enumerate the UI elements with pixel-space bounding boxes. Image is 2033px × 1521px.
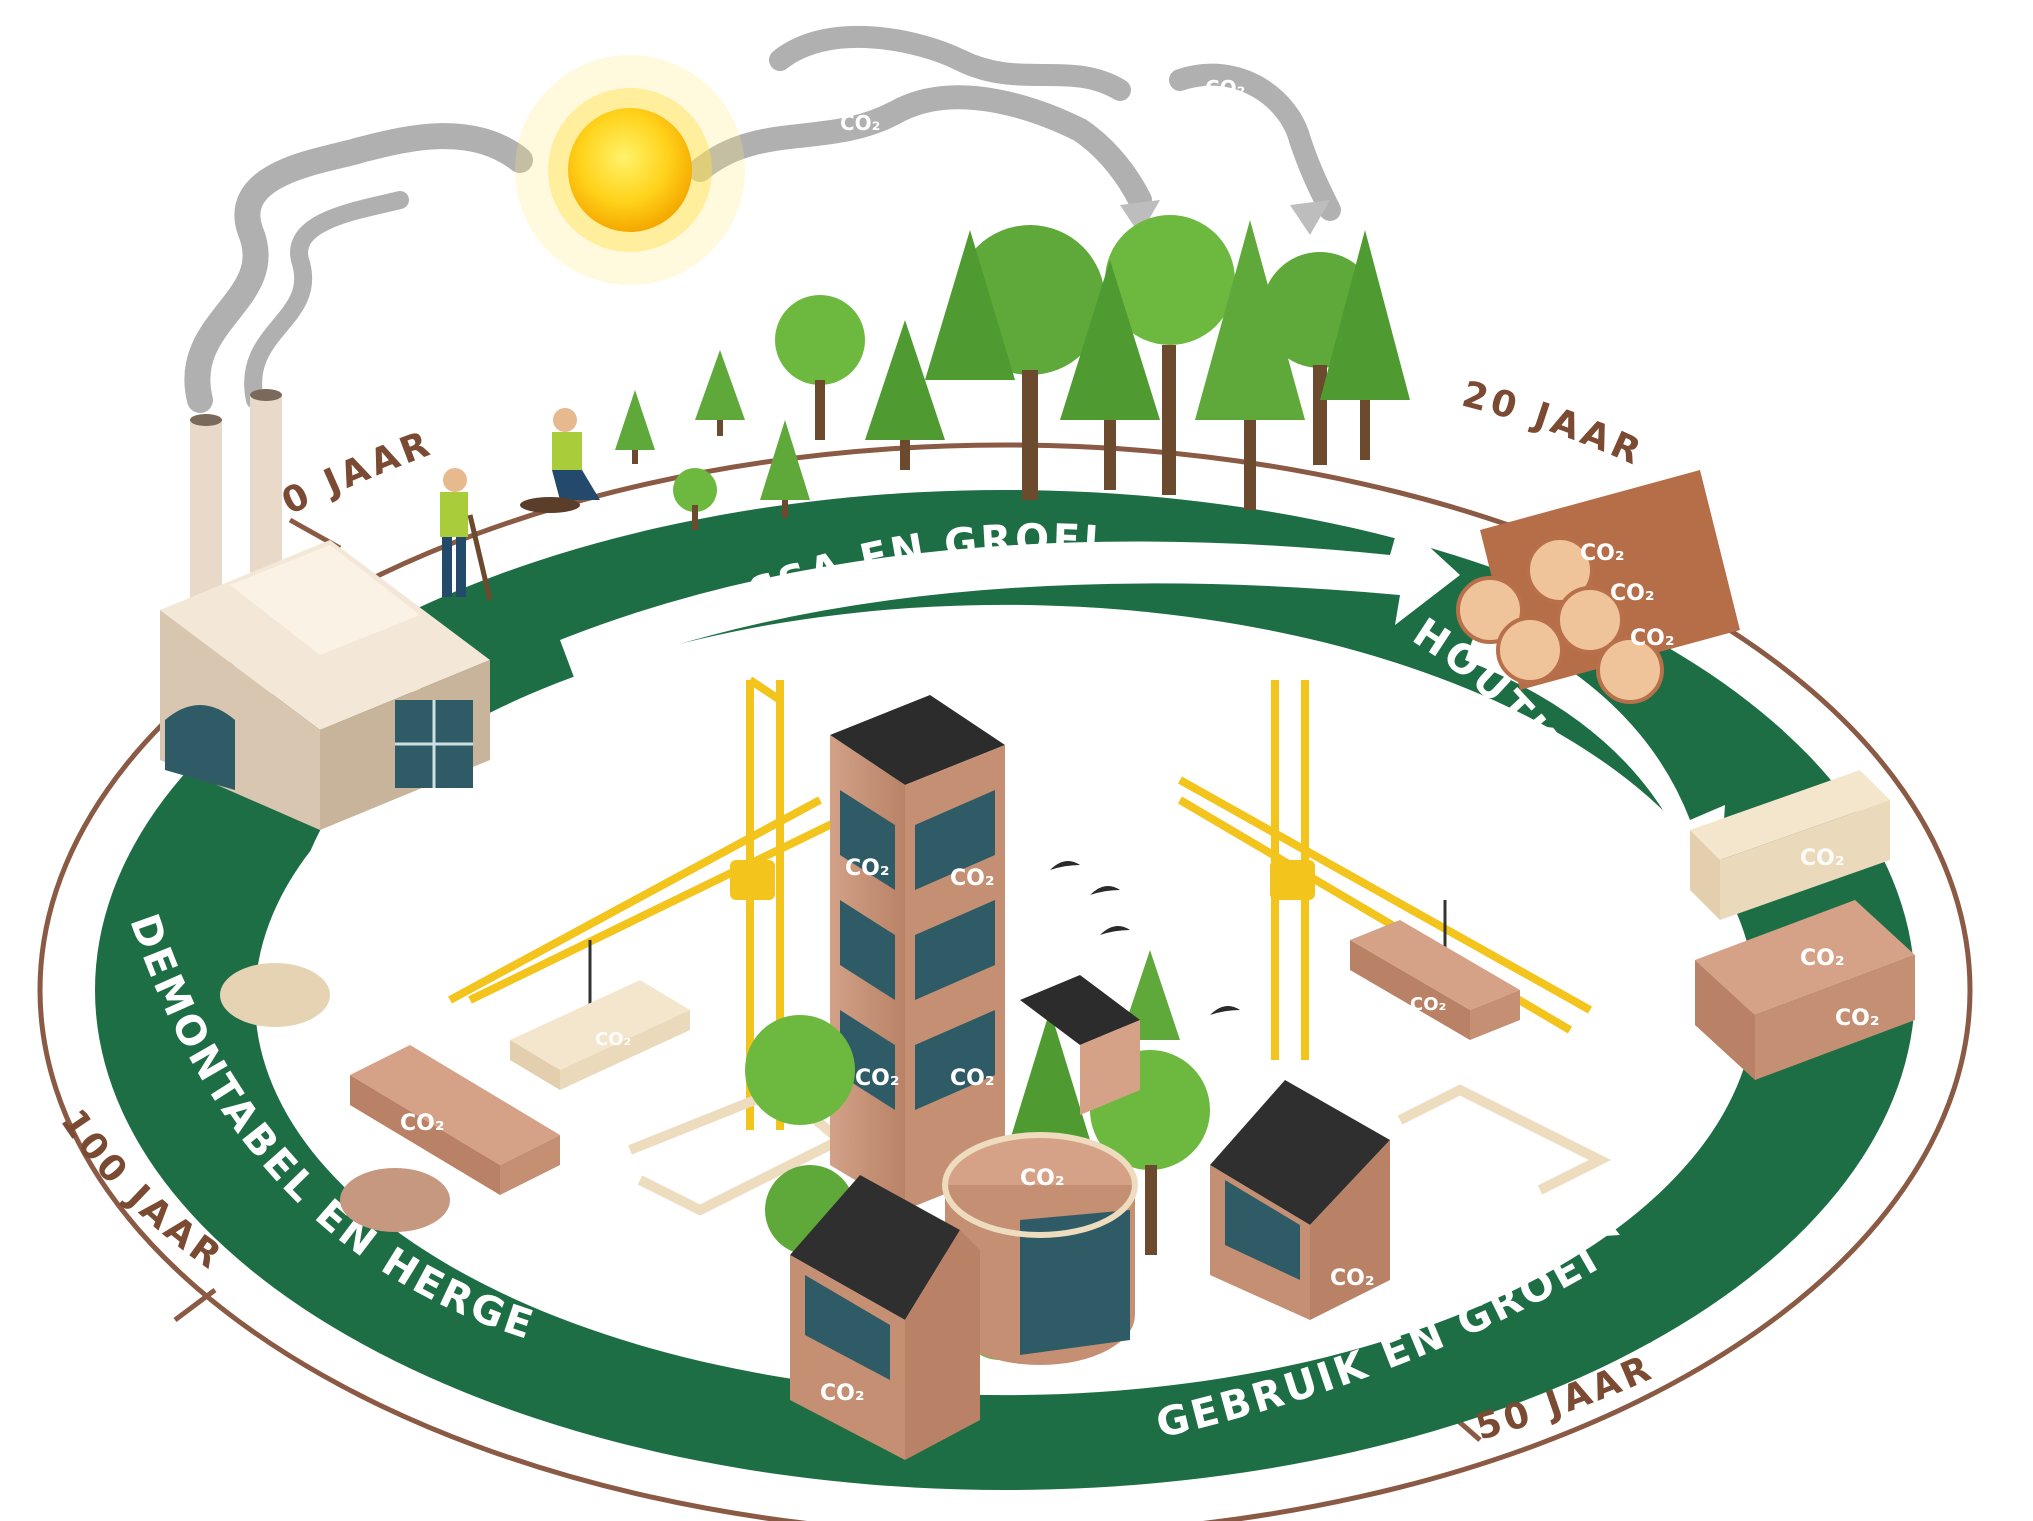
smoke-clouds (184, 25, 1341, 413)
conifer-tree-icon (760, 420, 810, 518)
cabin-house-icon (790, 1175, 980, 1460)
conifer-tree-icon (925, 230, 1015, 380)
co2-label: CO₂ (1835, 1006, 1879, 1031)
co2-label: CO₂ (950, 1066, 994, 1091)
lumber-bundle-icon (510, 980, 690, 1090)
sun-icon (515, 55, 745, 285)
wood-chips-icon (220, 963, 450, 1232)
worker-icon (440, 468, 493, 601)
conifer-tree-icon (865, 320, 945, 470)
co2-label: CO₂ (855, 1066, 899, 1091)
cabin-house-icon (1210, 1080, 1390, 1320)
lumber-stack-icon (1690, 770, 1890, 920)
co2-label: CO₂ (595, 1029, 631, 1050)
co2-label: CO₂ (1020, 1166, 1064, 1191)
co2-label: CO₂ (400, 1111, 444, 1136)
lumber-bundle-icon (1350, 920, 1520, 1040)
co2-label: CO₂ (845, 856, 889, 881)
round-timber-building (942, 1132, 1138, 1365)
co2-cloud-label: CO₂ (440, 196, 480, 220)
co2-label: CO₂ (1800, 846, 1844, 871)
lumber-stack-icon (1695, 900, 1915, 1080)
co2-label: CO₂ (820, 1381, 864, 1406)
co2-label: CO₂ (1410, 994, 1446, 1015)
deciduous-tree-icon (673, 468, 717, 530)
log-stack-icon (1456, 470, 1740, 704)
co2-label: CO₂ (1630, 626, 1674, 651)
deciduous-tree-icon (745, 1015, 855, 1125)
co2-label: CO₂ (1610, 581, 1654, 606)
timeline-label-0: 0 JAAR (276, 423, 439, 523)
co2-label: CO₂ (950, 866, 994, 891)
factory-icon (160, 389, 490, 830)
co2-label: CO₂ (1580, 541, 1624, 566)
lumber-stack-icon (350, 1045, 560, 1195)
deciduous-tree-icon (1105, 215, 1235, 495)
worker-icon (520, 408, 600, 513)
small-timber-building (1020, 975, 1140, 1115)
co2-cloud-label: CO₂ (1205, 76, 1245, 100)
timber-tower-building (830, 695, 1005, 1210)
conifer-tree-icon (1010, 1010, 1090, 1140)
crane-cab (1270, 860, 1315, 900)
forest (615, 215, 1410, 530)
timeline-ellipse (37, 442, 1973, 1521)
co2-cloud-label: CO₂ (840, 111, 880, 135)
conifer-tree-icon (1195, 220, 1305, 510)
conifer-tree-icon (1060, 260, 1160, 490)
crane-cab (730, 860, 775, 900)
smoke-arrowheads (1120, 200, 1330, 235)
deciduous-tree-icon (775, 295, 865, 440)
birds-icon (1050, 861, 1240, 1015)
conifer-tree-icon (615, 390, 655, 464)
conifer-tree-icon (695, 350, 745, 436)
conifer-tree-icon (1320, 230, 1410, 460)
co2-label: CO₂ (1330, 1266, 1374, 1291)
co2-label: CO₂ (1800, 946, 1844, 971)
timeline-label-20: 20 JAAR (1458, 374, 1650, 475)
